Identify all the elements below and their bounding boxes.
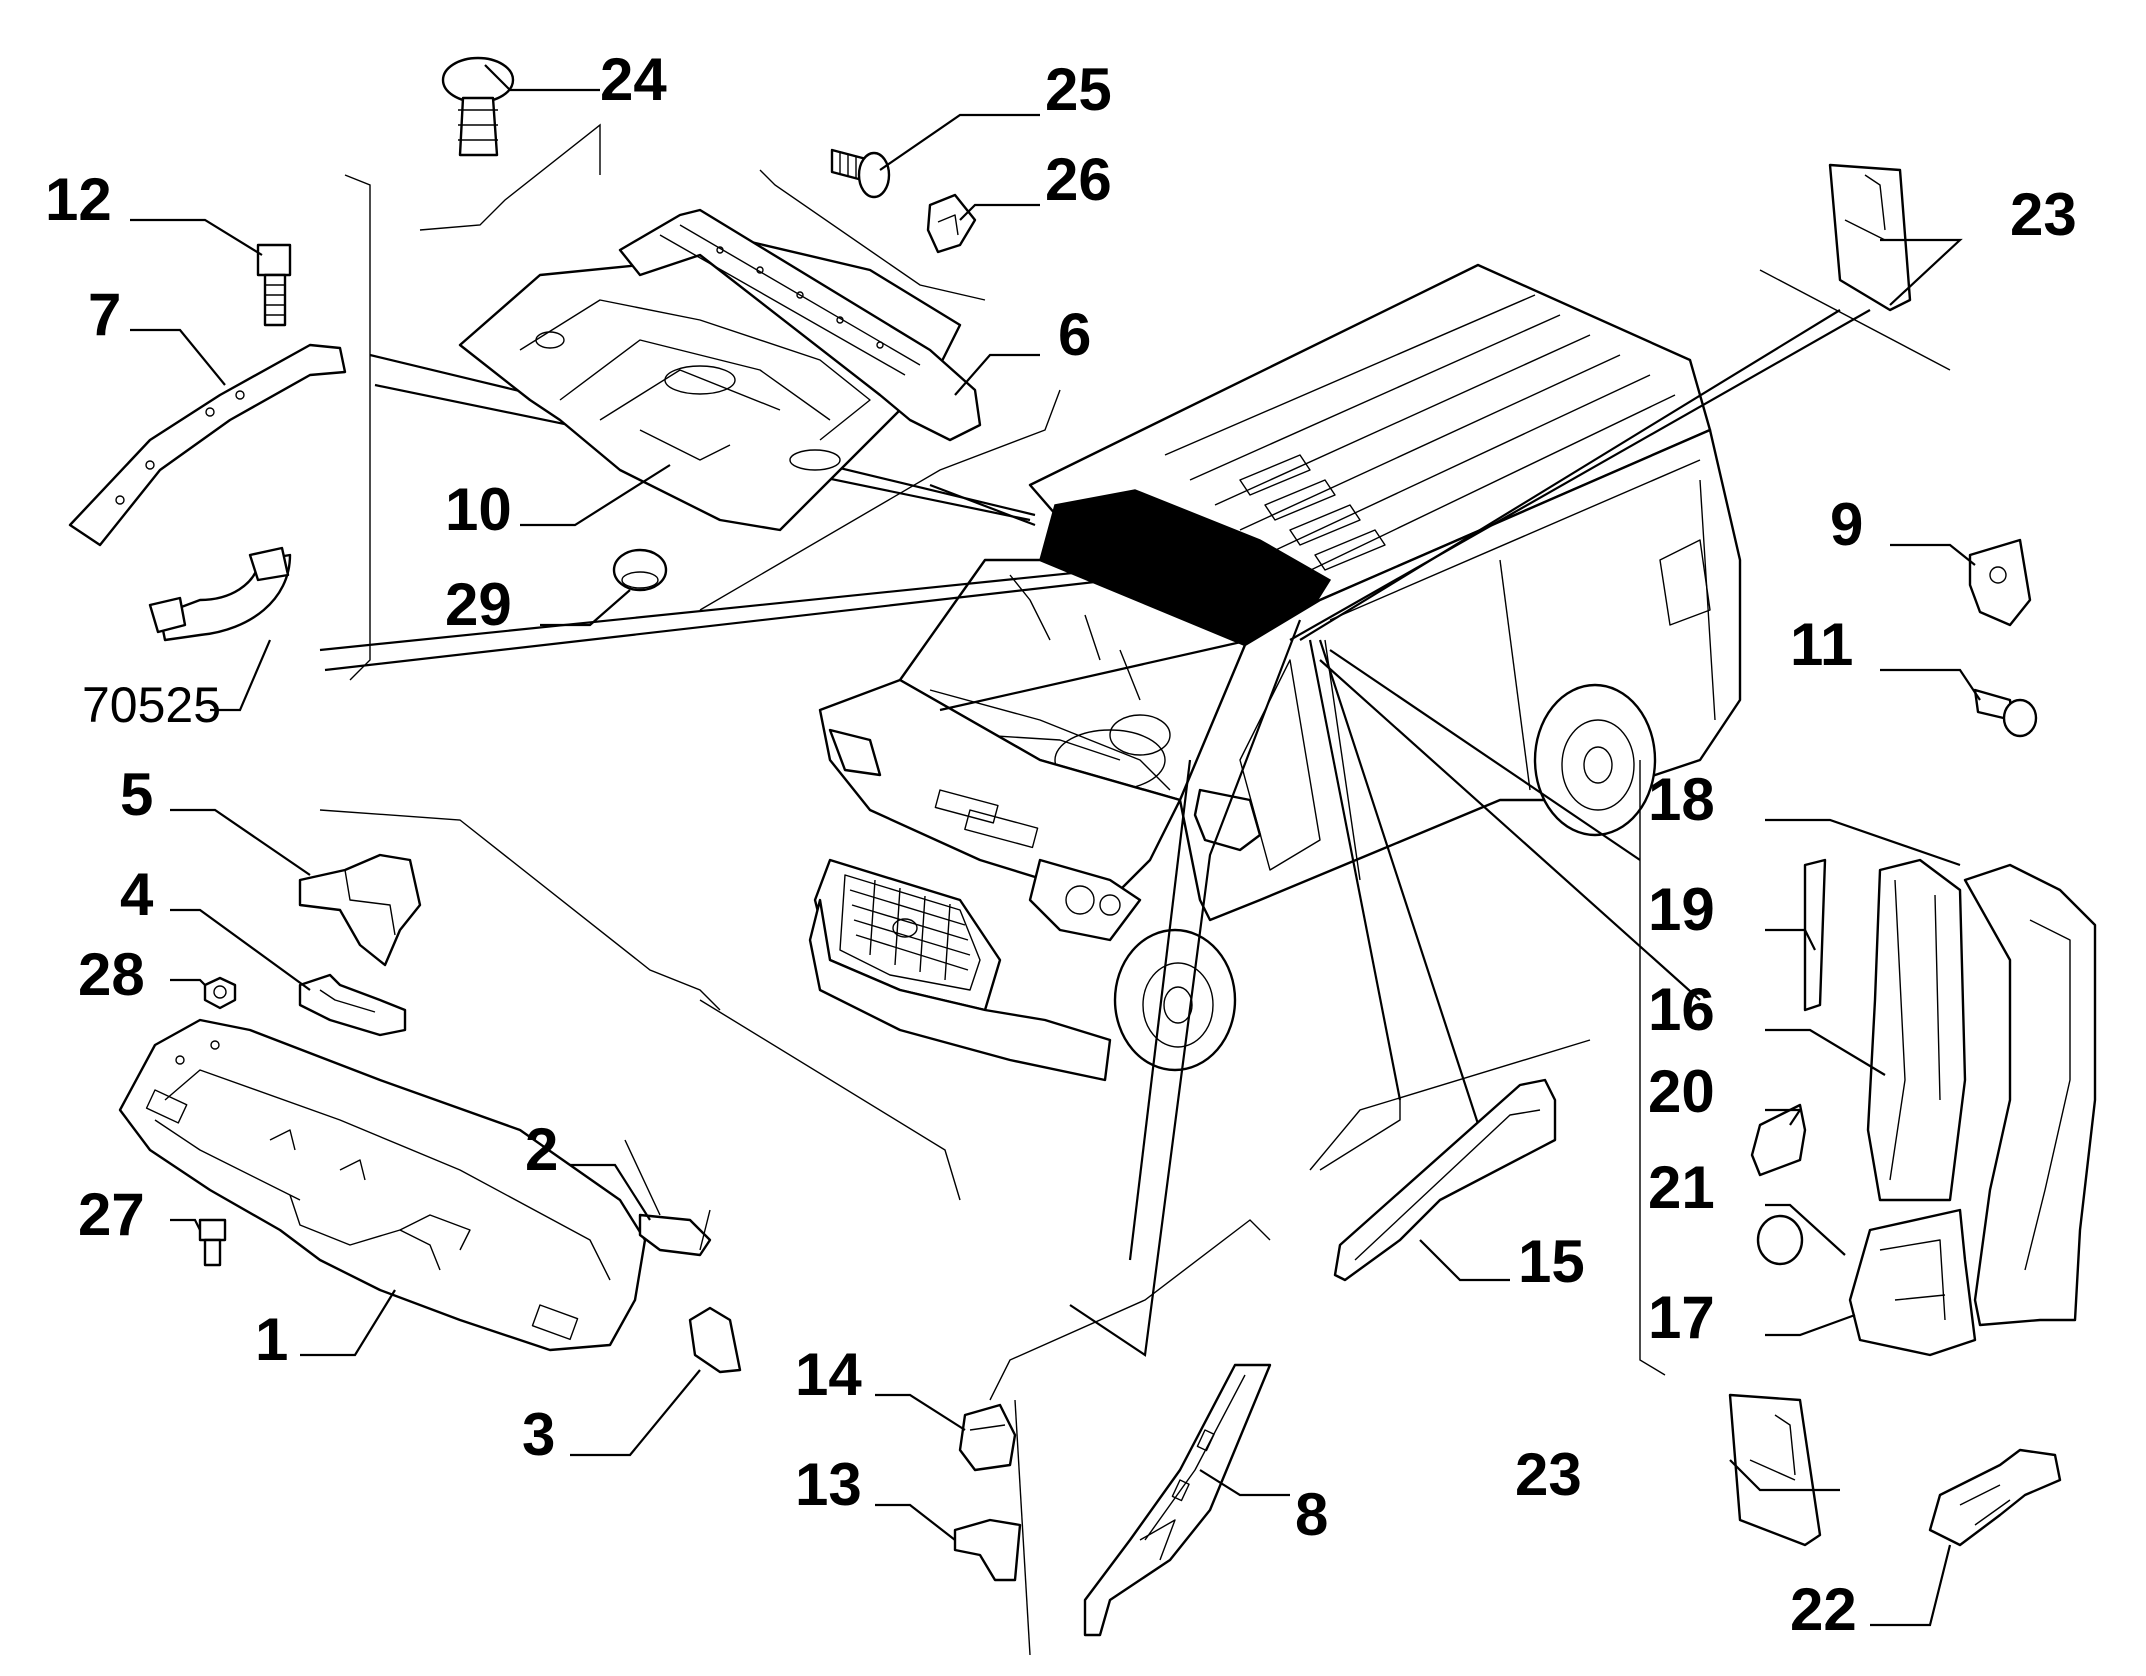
callout-29: 29	[445, 571, 512, 638]
part-24-push-pin	[441, 56, 515, 157]
part-6-roof-rail	[618, 208, 982, 442]
part-4-bracket	[298, 973, 407, 1037]
callout-10: 10	[445, 476, 512, 543]
part-5-bracket	[298, 853, 422, 967]
callout-14: 14	[795, 1341, 862, 1408]
part-12-bolt	[256, 243, 292, 327]
part-18-side-trim-panel	[1963, 863, 2097, 1327]
callout-20: 20	[1648, 1058, 1715, 1125]
part-9-clip	[1968, 538, 2032, 627]
callout-6: 6	[1058, 301, 1091, 368]
part-8-a-pillar-trim	[1083, 1363, 1272, 1637]
part-70525-grab-handle	[148, 546, 292, 642]
part-19-strip	[1803, 858, 1827, 1012]
part-15-trim	[1333, 1078, 1557, 1282]
callout-5: 5	[120, 761, 153, 828]
callout-3: 3	[522, 1401, 555, 1468]
callout-7: 7	[88, 281, 121, 348]
callout-28: 28	[78, 941, 145, 1008]
callout-1: 1	[255, 1306, 288, 1373]
callout-labels: 24 25 26 6 12 7 10 29 70525 5 4 28 27 1 …	[45, 46, 2077, 1643]
callout-leaders	[130, 64, 1981, 1627]
callout-70525: 70525	[82, 677, 221, 733]
part-22-hinge	[1928, 1448, 2062, 1547]
callout-16: 16	[1648, 976, 1715, 1043]
callout-19: 19	[1648, 876, 1715, 943]
callout-12: 12	[45, 166, 112, 233]
van-illustration	[808, 263, 1742, 1082]
callout-23-bottom: 23	[1515, 1441, 1582, 1508]
callout-24: 24	[600, 46, 667, 113]
part-23-lid-top	[1828, 163, 1912, 312]
part-1-overhead-console	[118, 1018, 647, 1352]
part-3-cover	[688, 1306, 742, 1374]
part-13-cover	[953, 1518, 1022, 1582]
callout-9: 9	[1830, 491, 1863, 558]
part-26-clip	[926, 193, 977, 254]
part-16-b-pillar-trim	[1866, 858, 1967, 1202]
part-27-screw	[198, 1218, 227, 1267]
callout-22: 22	[1790, 1576, 1857, 1643]
callout-11: 11	[1790, 611, 1853, 678]
callout-25: 25	[1045, 56, 1112, 123]
callout-18: 18	[1648, 766, 1715, 833]
group-brackets	[319, 123, 1951, 1656]
callout-8: 8	[1295, 1481, 1328, 1548]
part-21-cap	[1756, 1214, 1804, 1266]
callout-17: 17	[1648, 1284, 1715, 1351]
part-11-screw	[1973, 688, 2038, 738]
callout-27: 27	[78, 1181, 145, 1248]
callout-4: 4	[120, 861, 154, 928]
part-23-lid-bottom	[1728, 1393, 1822, 1547]
callout-26: 26	[1045, 146, 1112, 213]
part-17-pillar-lower	[1848, 1208, 1977, 1357]
callout-13: 13	[795, 1451, 862, 1518]
part-2-bracket	[624, 1139, 712, 1257]
callout-15: 15	[1518, 1228, 1585, 1295]
part-29-cap	[612, 548, 668, 592]
callout-2: 2	[525, 1116, 558, 1183]
part-25-screw	[830, 148, 891, 199]
part-14-clip	[958, 1403, 1017, 1472]
part-28-nut	[203, 976, 237, 1010]
callout-21: 21	[1648, 1154, 1715, 1221]
part-7-strap-bracket	[68, 343, 347, 547]
callout-23-top: 23	[2010, 181, 2077, 248]
